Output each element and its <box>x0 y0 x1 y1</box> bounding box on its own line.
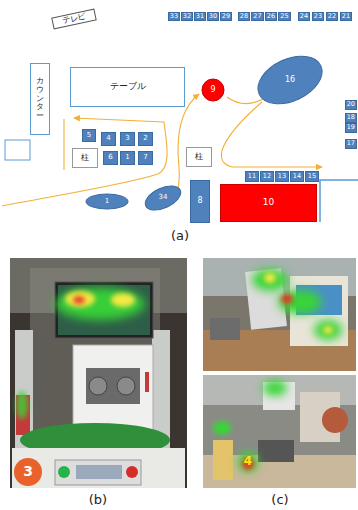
booth-ellipse: 16 <box>255 58 325 102</box>
booth-number: 13 <box>275 171 289 182</box>
booth-number: 2 <box>138 132 153 146</box>
node-text: 16 <box>285 76 295 85</box>
node-text: 20 <box>347 101 355 108</box>
node-text: 25 <box>280 13 288 20</box>
photo-b <box>10 258 187 488</box>
node-text: 32 <box>183 13 191 20</box>
booth-ellipse: 1 <box>85 193 129 210</box>
booth-number: 7 <box>138 151 153 165</box>
table-box: テーブル <box>70 67 185 107</box>
booth-number: 33 <box>168 12 180 21</box>
ellipse-shape <box>250 47 329 114</box>
node-text: 15 <box>308 173 316 180</box>
node-text: 11 <box>248 173 256 180</box>
booth-number: 12 <box>260 171 274 182</box>
node-text: 18 <box>347 114 355 121</box>
node-text: 8 <box>197 197 202 206</box>
node-text: 2 <box>143 135 147 143</box>
node-text: 12 <box>263 173 271 180</box>
ellipse-shape <box>142 181 185 215</box>
panel-label: (a) <box>171 229 189 243</box>
booth-number: 30 <box>207 12 219 21</box>
booth-number: 4 <box>101 132 116 146</box>
booth-number: 21 <box>340 12 352 21</box>
node-text: 4 <box>106 135 110 143</box>
tv-box: テレビ <box>51 9 97 30</box>
pillar-box: 柱 <box>72 148 98 168</box>
floor-map <box>2 94 358 222</box>
booth-number: 15 <box>305 171 319 182</box>
exhibit-number: 3 <box>23 464 33 479</box>
booth-number: 6 <box>103 151 118 165</box>
node-text: 6 <box>108 154 112 162</box>
booth-number: 3 <box>120 132 135 146</box>
booth-number: 14 <box>290 171 304 182</box>
booth-number: 28 <box>238 12 250 21</box>
booth-number: 18 <box>345 113 357 123</box>
ellipse-shape <box>202 79 224 101</box>
booth-number: 32 <box>181 12 193 21</box>
node-text: 26 <box>267 13 275 20</box>
booth-number: 20 <box>345 100 357 110</box>
node-text: 19 <box>347 124 355 131</box>
photo-c-top <box>203 258 356 371</box>
booth-number: 25 <box>278 12 290 21</box>
booth-number: 29 <box>220 12 232 21</box>
booth-number: 26 <box>265 12 277 21</box>
pillar-box: 柱 <box>186 147 212 167</box>
node-text: 30 <box>209 13 217 20</box>
node-text: 29 <box>222 13 230 20</box>
node-text: 21 <box>342 13 350 20</box>
node-text: 3 <box>125 135 129 143</box>
node-text: 34 <box>159 194 168 202</box>
booth-number: 27 <box>251 12 263 21</box>
booth-number: 17 <box>345 139 357 149</box>
exhibit-number: 4 <box>244 455 252 468</box>
ellipse-shape <box>86 194 128 209</box>
panel-label: (c) <box>271 493 288 507</box>
node-text: 13 <box>278 173 286 180</box>
booth-number: 31 <box>194 12 206 21</box>
node-text: 柱 <box>81 154 89 163</box>
node-text: カウンター <box>36 77 44 121</box>
node-text: 7 <box>143 154 147 162</box>
node-text: 33 <box>170 13 178 20</box>
wall-line <box>320 180 358 222</box>
node-text: 9 <box>210 86 215 95</box>
node-text: 28 <box>240 13 248 20</box>
booth-number: 5 <box>82 129 96 142</box>
node-text: 14 <box>293 173 301 180</box>
booth-box: 10 <box>220 184 317 222</box>
node-text: テレビ <box>61 12 86 26</box>
booth-ellipse: 34 <box>143 187 183 209</box>
booth-number: 23 <box>312 12 324 21</box>
node-text: 24 <box>300 13 308 20</box>
booth-circle: 9 <box>201 78 225 102</box>
panel-label: (b) <box>89 493 107 507</box>
node-text: 27 <box>253 13 261 20</box>
booth-number: 22 <box>326 12 338 21</box>
node-text: 23 <box>314 13 322 20</box>
node-text: 22 <box>328 13 336 20</box>
booth-number: 24 <box>298 12 310 21</box>
node-text: 柱 <box>195 153 203 162</box>
node-text: 17 <box>347 140 355 147</box>
node-text: 1 <box>125 154 129 162</box>
counter-box: カウンター <box>30 63 50 135</box>
node-text: 1 <box>105 198 109 206</box>
node-text: テーブル <box>110 82 146 92</box>
node-text: 31 <box>196 13 204 20</box>
node-text: 5 <box>87 132 91 140</box>
node-text: 10 <box>263 198 274 208</box>
booth-number: 1 <box>120 151 135 165</box>
booth-number: 19 <box>345 123 357 133</box>
booth-box: 8 <box>190 180 210 223</box>
counter-box <box>5 140 30 160</box>
booth-number: 11 <box>245 171 259 182</box>
photo-c-bottom <box>203 375 356 488</box>
